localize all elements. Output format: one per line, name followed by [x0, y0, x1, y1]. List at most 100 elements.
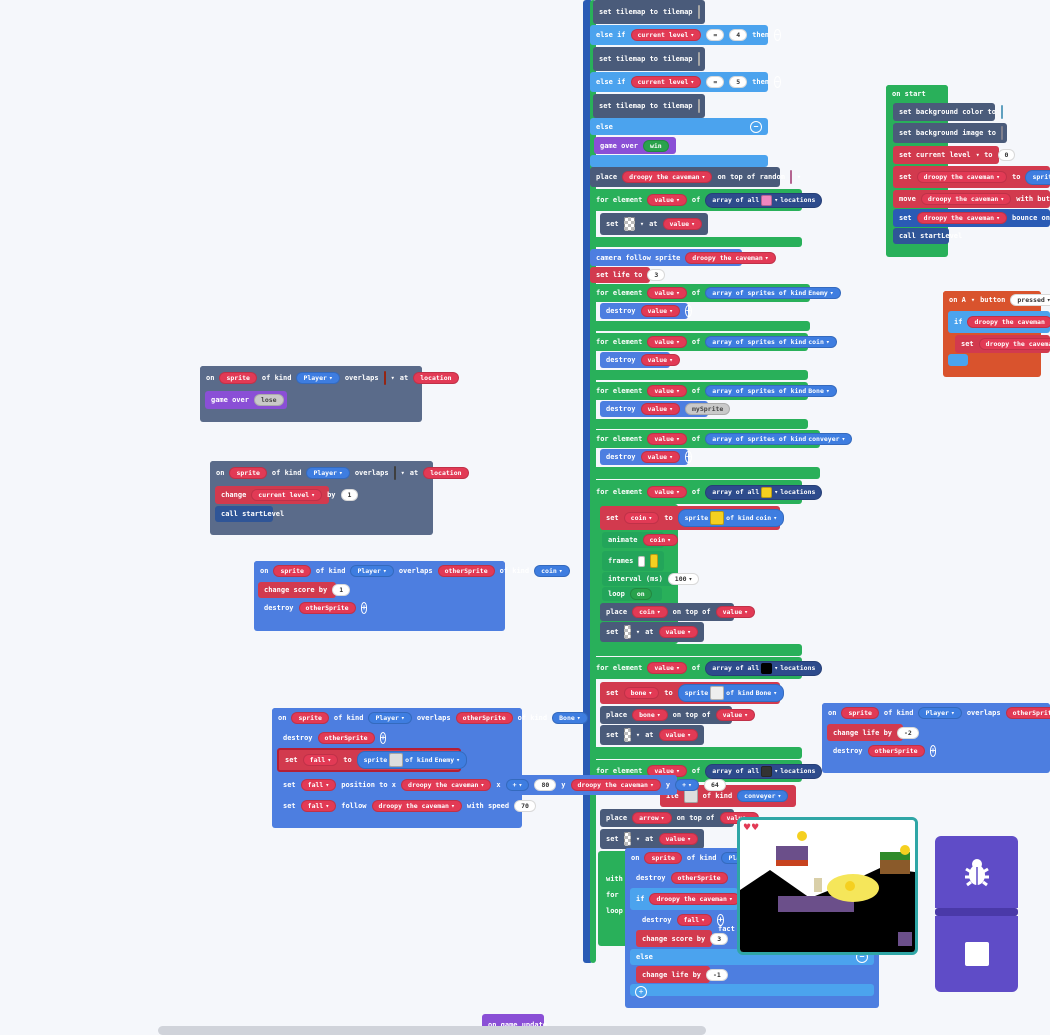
droopy-var[interactable]: droopy the caveman▾ — [920, 193, 1012, 205]
change-life[interactable]: change life by -2 — [827, 724, 919, 741]
on-start-header[interactable]: on start — [886, 85, 948, 103]
place-on-top-block[interactable]: place droopy the caveman▾ on top of rand… — [590, 167, 801, 187]
destroy-value-1[interactable]: destroy value▾ + — [600, 303, 692, 319]
win-toggle[interactable]: win — [642, 139, 669, 152]
bone-var[interactable]: bone▾ — [623, 687, 660, 699]
place-coin[interactable]: place coin▾ on top of value▾ — [600, 603, 756, 621]
add-icon[interactable]: + — [360, 602, 368, 614]
set-tile-at-1[interactable]: set ▾ at value▾ — [600, 213, 708, 235]
camera-follow-block[interactable]: camera follow sprite droopy the caveman▾ — [590, 249, 776, 266]
fall-var[interactable]: fall▾ — [302, 754, 339, 766]
player-kind[interactable]: Player▾ — [918, 707, 962, 719]
for-locations-bone[interactable]: for element value▾ of array of all ▾ loc… — [590, 657, 823, 679]
value-var[interactable]: value▾ — [640, 305, 681, 317]
droopy-var[interactable]: droopy the caveman▾ — [649, 893, 740, 905]
array-all-locations[interactable]: array of all ▾ locations — [705, 192, 823, 208]
bone-var[interactable]: bone▾ — [632, 709, 668, 721]
sprites-of-kind[interactable]: array of sprites of kind Enemy▾ — [705, 287, 841, 299]
destroy-other-sprite-4[interactable]: destroy otherSprite — [630, 869, 728, 886]
interval-value[interactable]: 100▾ — [667, 573, 700, 585]
bounce-on-wall[interactable]: set droopy the caveman▾ bounce on wall — [893, 209, 1050, 227]
arrow-var[interactable]: arrow▾ — [632, 812, 672, 824]
other-sprite-var[interactable]: otherSprite — [455, 712, 513, 724]
collapse-icon[interactable]: − — [750, 120, 762, 133]
droopy-var[interactable]: droopy the caveman▾ — [916, 212, 1008, 224]
value-var[interactable]: value▾ — [640, 354, 681, 366]
coin-var[interactable]: coin▾ — [623, 512, 660, 524]
place-arrow[interactable]: place arrow▾ on top of value▾ — [600, 809, 760, 827]
player-kind[interactable]: Player▾ — [306, 467, 350, 479]
change-life-bottom[interactable]: change life by -1 — [636, 966, 728, 983]
droopy-var[interactable]: droopy the caveman▾ — [978, 338, 1050, 350]
change-score-bottom[interactable]: change score by 3 — [636, 930, 729, 947]
value-var[interactable]: value▾ — [640, 451, 681, 463]
add-icon[interactable]: + — [929, 744, 937, 757]
other-sprite-var[interactable]: otherSprite — [317, 731, 375, 744]
value-var[interactable]: value▾ — [640, 403, 681, 415]
destroy-other-sprite-3[interactable]: destroy otherSprite + — [827, 742, 937, 759]
life-value[interactable]: -1 — [706, 968, 728, 981]
coin-kind[interactable]: coin▾ — [534, 565, 570, 577]
set-current-level[interactable]: set current level▾ to 0 — [893, 146, 1016, 164]
overlap1-header[interactable]: on sprite of kind Player▾ overlaps ▾ at … — [200, 366, 459, 390]
set-tilemap-block-2[interactable]: set tilemap to tilemap — [593, 47, 705, 71]
else-if-block-2[interactable]: else if current level▾ = 5 then − — [590, 72, 781, 92]
color-swatch[interactable] — [1000, 105, 1003, 119]
val-80[interactable]: 80 — [534, 779, 557, 791]
set-bg-image[interactable]: set background image to — [893, 123, 1007, 143]
plus-op[interactable]: +▾ — [675, 779, 699, 791]
tile-pink-icon[interactable] — [789, 170, 792, 184]
debug-button[interactable] — [935, 836, 1018, 908]
game-simulator[interactable]: ♥♥ — [737, 817, 918, 955]
overlap3-header[interactable]: on sprite of kind Player▾ overlaps other… — [254, 561, 570, 581]
game-over-block[interactable]: game over win — [594, 137, 676, 154]
array-all-locations[interactable]: array of all ▾ locations — [705, 660, 823, 676]
tile-transparent-icon[interactable] — [623, 728, 631, 742]
array-all-locations[interactable]: array of all ▾ locations — [705, 763, 823, 779]
animate-coin[interactable]: animate coin▾ — [602, 532, 679, 548]
current-level-var[interactable]: current level▾ — [251, 489, 323, 501]
for-sprites-enemy[interactable]: for element value▾ of array of sprites o… — [590, 284, 841, 302]
other-sprite-var[interactable]: otherSprite — [670, 871, 728, 884]
bottom-block-header[interactable]: on sprite of kind Player▾ — [625, 848, 765, 868]
sprite-of-kind-coin[interactable]: sprite of kind coin▾ — [677, 509, 785, 527]
set-droopy-sprite[interactable]: set droopy the caveman▾ to sprite — [893, 166, 1050, 188]
other-sprite-var[interactable]: otherSprite — [867, 744, 925, 757]
if-droopy[interactable]: if droopy the caveman — [948, 311, 1050, 333]
current-level-dropdown[interactable]: current level▾ — [630, 76, 702, 88]
destroy-fall[interactable]: destroy fall▾ + — [636, 911, 724, 928]
other-sprite-var[interactable]: otherSprite — [437, 565, 495, 577]
current-level-dropdown[interactable]: current level▾ — [630, 29, 702, 41]
overlap2-header[interactable]: on sprite of kind Player▾ overlaps ▾ at … — [210, 461, 469, 485]
lava-tile-icon[interactable] — [383, 371, 386, 385]
set-tile-at-4[interactable]: set ▾ at value▾ — [600, 829, 704, 849]
sprites-of-kind[interactable]: array of sprites of kind conveyer▾ — [705, 433, 853, 445]
droopy-var[interactable]: droopy the caveman — [967, 316, 1050, 328]
val-4[interactable]: 4 — [729, 29, 748, 41]
life-value[interactable]: -2 — [897, 726, 919, 739]
droopy-var[interactable]: droopy the caveman▾ — [916, 171, 1008, 183]
droopy-var[interactable]: droopy the caveman▾ — [622, 171, 713, 183]
sprites-of-kind[interactable]: array of sprites of kind coin▾ — [705, 336, 837, 348]
add-icon[interactable]: + — [635, 986, 647, 998]
other-sprite-var[interactable]: otherSprite — [1005, 707, 1050, 719]
value-var[interactable]: value▾ — [658, 833, 698, 845]
player-kind[interactable]: Player▾ — [350, 565, 394, 577]
sprite-var[interactable]: sprite — [229, 467, 267, 479]
level-value[interactable]: 0 — [997, 149, 1016, 161]
val-5[interactable]: 5 — [729, 76, 748, 88]
fall-var[interactable]: fall▾ — [676, 913, 713, 926]
place-bone[interactable]: place bone▾ on top of value▾ — [600, 706, 756, 724]
value-var[interactable]: value▾ — [647, 287, 687, 299]
loop-toggle[interactable]: on — [629, 588, 652, 600]
value-var[interactable]: value▾ — [715, 709, 756, 721]
set-tile-at-2[interactable]: set ▾ at value▾ — [600, 622, 704, 642]
sprite-var[interactable]: sprite — [273, 565, 311, 577]
call-start-level-2[interactable]: call startLevel — [215, 506, 284, 522]
add-icon[interactable]: + — [685, 451, 692, 463]
destroy-value-4[interactable]: destroy value▾ + — [600, 449, 692, 465]
eq-op[interactable]: = — [706, 29, 725, 41]
set-fall-follow[interactable]: set fall▾ follow droopy the caveman▾ wit… — [277, 797, 536, 815]
value-var[interactable]: value▾ — [658, 626, 698, 638]
coin-frame-icon[interactable] — [649, 554, 658, 568]
